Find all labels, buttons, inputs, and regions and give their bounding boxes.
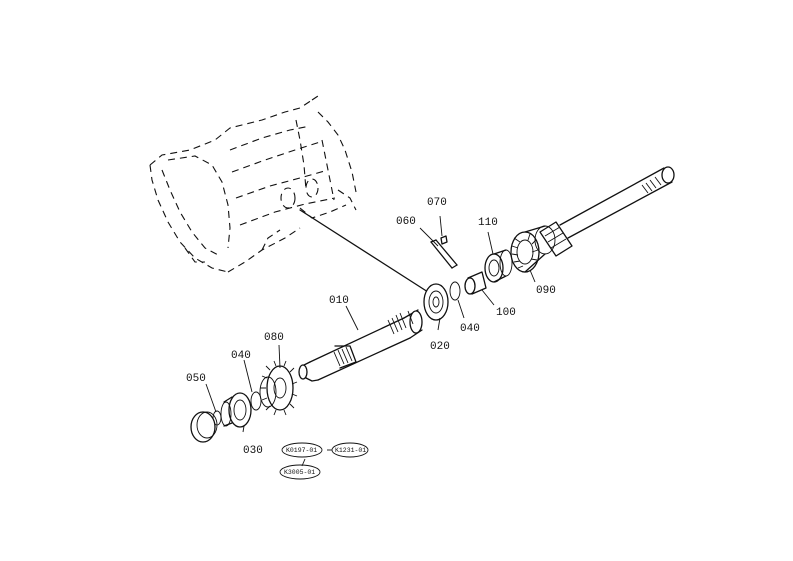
part-060-pin	[430, 239, 458, 269]
part-080-gear	[259, 360, 298, 416]
transmission-housing	[149, 95, 357, 273]
callout-110: 110	[478, 217, 498, 229]
output-shaft	[539, 166, 675, 257]
callout-070: 070	[427, 197, 447, 209]
callout-080: 080	[264, 332, 284, 344]
end-cover-disc	[190, 411, 218, 443]
callout-020: 020	[430, 341, 450, 353]
callout-040-lower: 040	[231, 350, 251, 362]
part-070-screw	[440, 235, 448, 245]
part-100-collar	[464, 271, 487, 295]
callout-040-upper: 040	[460, 323, 480, 335]
callout-labels: 010 020 030 040 040 050 060 070 080 090 …	[186, 197, 556, 457]
model-code-group: K0197-01 K1231-01 K3005-01	[279, 442, 369, 480]
part-110-bearing	[484, 249, 513, 283]
part-030-bearing	[220, 392, 252, 428]
part-010-shaft	[298, 309, 423, 382]
callout-010: 010	[329, 295, 349, 307]
part-090-gear-sleeve	[510, 225, 556, 273]
leader-lines	[205, 215, 536, 433]
assembly-leader-line	[299, 209, 429, 293]
callout-060: 060	[396, 216, 416, 228]
model-code-bubble-c	[279, 464, 321, 480]
callout-050: 050	[186, 373, 206, 385]
model-code-c: K3005-01	[284, 469, 315, 476]
model-code-b: K1231-01	[335, 447, 366, 454]
callout-090: 090	[536, 285, 556, 297]
part-040-snap-ring-upper	[449, 281, 461, 301]
part-020-bearing	[423, 283, 449, 321]
model-code-bubble-a	[281, 442, 323, 458]
callout-030: 030	[243, 445, 263, 457]
model-code-bubble-b	[331, 442, 369, 458]
model-code-a: K0197-01	[286, 447, 317, 454]
part-040-snap-ring-lower	[250, 391, 262, 411]
callout-100: 100	[496, 307, 516, 319]
